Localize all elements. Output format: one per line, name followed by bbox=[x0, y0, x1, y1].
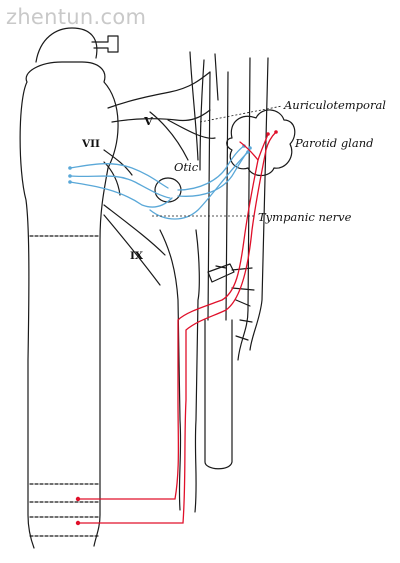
glossopharyngeal-root bbox=[103, 204, 166, 286]
label-ix: IX bbox=[130, 250, 144, 262]
parotid-duct-trunk bbox=[237, 57, 269, 361]
nerve-stub bbox=[91, 35, 119, 53]
label-v: V bbox=[144, 114, 153, 128]
label-otic: Otic bbox=[174, 160, 199, 174]
level-lines bbox=[29, 235, 99, 537]
brainstem-top bbox=[35, 27, 98, 63]
facial-root bbox=[103, 149, 133, 196]
branchlets bbox=[215, 265, 255, 341]
parotid-gland bbox=[226, 109, 296, 177]
watermark: zhentun.com bbox=[6, 5, 147, 29]
thin-nerve-c bbox=[214, 53, 219, 101]
leader-lines bbox=[152, 105, 283, 217]
label-vii: VII bbox=[82, 138, 100, 150]
glossopharyngeal-trunk bbox=[159, 229, 200, 513]
label-tympanic-nerve: Tympanic nerve bbox=[258, 210, 352, 224]
carotid-trunk bbox=[204, 71, 233, 470]
preganglionic-endings bbox=[75, 130, 278, 526]
label-parotid-gland: Parotid gland bbox=[295, 136, 374, 150]
stylo-process bbox=[207, 263, 235, 283]
preganglionic-fibres bbox=[77, 131, 277, 524]
brainstem-outline bbox=[19, 61, 119, 549]
thin-nerve-b bbox=[199, 59, 205, 171]
label-auriculotemporal: Auriculotemporal bbox=[284, 98, 386, 112]
postganglionic-fibres bbox=[69, 145, 251, 220]
thin-nerve-a bbox=[189, 51, 199, 161]
